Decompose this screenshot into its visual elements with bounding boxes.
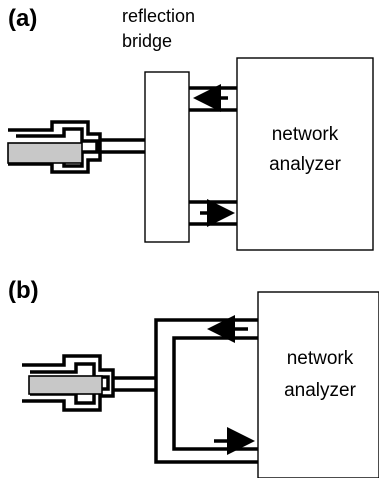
probe-b-inner-shell [30,362,110,405]
panel-a-label: (a) [8,5,37,32]
network-analyzer-a-box [236,57,374,251]
network-analyzer-b-line1: network [287,348,354,369]
network-analyzer-a-line1: network [272,124,339,145]
probe-b-outer-shell [22,354,115,412]
panel-b-label: (b) [8,277,39,304]
probe-a-inner-shell [16,127,99,168]
connection-b-inner-path [172,336,259,451]
probe-a [7,120,145,174]
network-analyzer-a-line2: analyzer [269,154,341,175]
reflection-bridge-caption-line1: reflection [122,6,195,26]
network-analyzer-b-line2: analyzer [284,380,356,401]
panel-a: (a) reflection bridge network analyzer [7,5,374,251]
network-analyzer-b-box [257,291,379,478]
probe-a-dielectric [7,142,83,164]
reflection-bridge-caption-line2: bridge [122,31,172,51]
panel-b: (b) network analyzer [8,277,379,478]
reflection-bridge-box [144,71,190,243]
probe-a-outer-shell [8,120,102,174]
probe-b-dielectric [28,375,103,395]
probe-b [22,354,157,412]
